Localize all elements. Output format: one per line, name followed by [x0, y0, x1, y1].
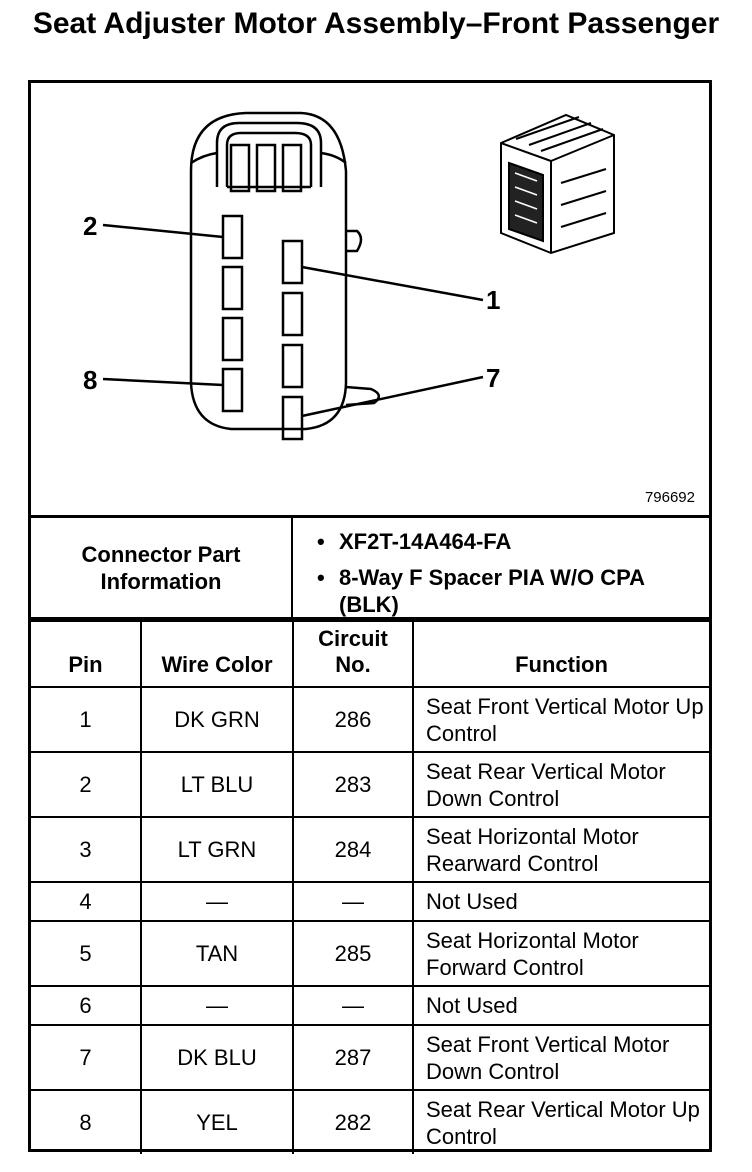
- terminal-cavity: [221, 367, 244, 413]
- pin-cell: 5: [31, 920, 142, 987]
- wire-color-cell: YEL: [140, 1089, 294, 1154]
- wire-color-cell: TAN: [140, 920, 294, 987]
- wire-color-cell: LT GRN: [140, 816, 294, 883]
- connector-lock-arch: [215, 121, 323, 187]
- table-row: 8 YEL 282 Seat Rear Vertical Motor Up Co…: [31, 1089, 709, 1154]
- circuit-cell: 284: [292, 816, 414, 883]
- connector-latch-lower: [345, 385, 380, 407]
- table-row: 1 DK GRN 286 Seat Front Vertical Motor U…: [31, 686, 709, 753]
- callout-leader-pin-1: [301, 265, 484, 302]
- pin-cell: 1: [31, 686, 142, 753]
- wire-color-cell: LT BLU: [140, 751, 294, 818]
- terminal-cavity: [221, 265, 244, 311]
- pin-cell: 4: [31, 881, 142, 922]
- table-row: 6 — — Not Used: [31, 985, 709, 1026]
- circuit-cell: 287: [292, 1024, 414, 1091]
- function-cell: Seat Front Vertical Motor Down Control: [412, 1024, 709, 1091]
- wire-color-cell: —: [140, 881, 294, 922]
- connector-frame: 2 1 8 7 796692 Connector Part Informatio…: [28, 80, 712, 1154]
- function-cell: Seat Horizontal Motor Rearward Control: [412, 816, 709, 883]
- figure-number: 796692: [644, 489, 695, 506]
- terminal-cavity: [221, 214, 244, 260]
- connector-info-list: XF2T-14A464-FA 8-Way F Spacer PIA W/O CP…: [311, 528, 699, 627]
- circuit-cell: 283: [292, 751, 414, 818]
- connector-latch-upper: [346, 229, 363, 253]
- wire-color-cell: —: [140, 985, 294, 1026]
- header-wire-color: Wire Color: [140, 620, 294, 688]
- callout-pin-7: 7: [486, 363, 500, 393]
- circuit-cell: 282: [292, 1089, 414, 1154]
- connector-3d-view: [500, 113, 615, 255]
- callout-leader-pin-8: [102, 377, 224, 387]
- callout-pin-1: 1: [486, 285, 500, 315]
- table-row: 2 LT BLU 283 Seat Rear Vertical Motor Do…: [31, 751, 709, 818]
- table-row: 5 TAN 285 Seat Horizontal Motor Forward …: [31, 920, 709, 987]
- list-item: 8-Way F Spacer PIA W/O CPA (BLK): [311, 564, 699, 618]
- lock-tab: [229, 143, 251, 193]
- terminal-cavity: [221, 316, 244, 362]
- circuit-cell: —: [292, 985, 414, 1026]
- circuit-cell: —: [292, 881, 414, 922]
- lock-tab: [255, 143, 277, 193]
- lock-tab: [281, 143, 303, 193]
- wire-color-cell: DK BLU: [140, 1024, 294, 1091]
- pin-cell: 3: [31, 816, 142, 883]
- connector-info-label: Connector Part Information: [31, 518, 293, 617]
- header-function: Function: [412, 620, 709, 688]
- terminal-cavity: [281, 395, 304, 441]
- terminal-cavity: [281, 343, 304, 389]
- function-cell: Seat Front Vertical Motor Up Control: [412, 686, 709, 753]
- terminal-cavity: [281, 239, 304, 285]
- terminal-cavity: [281, 291, 304, 337]
- callout-pin-8: 8: [83, 365, 97, 395]
- function-cell: Seat Horizontal Motor Forward Control: [412, 920, 709, 987]
- wire-color-cell: DK GRN: [140, 686, 294, 753]
- circuit-cell: 285: [292, 920, 414, 987]
- callout-leader-pin-7: [301, 375, 484, 418]
- pin-cell: 8: [31, 1089, 142, 1154]
- header-pin: Pin: [31, 620, 142, 688]
- function-cell: Not Used: [412, 881, 709, 922]
- pin-table: Pin Wire Color Circuit No. Function 1 DK…: [31, 620, 709, 1154]
- function-cell: Seat Rear Vertical Motor Down Control: [412, 751, 709, 818]
- page-title: Seat Adjuster Motor Assembly–Front Passe…: [32, 7, 720, 40]
- table-row: 7 DK BLU 287 Seat Front Vertical Motor D…: [31, 1024, 709, 1091]
- connector-diagram: 2 1 8 7 796692: [31, 83, 709, 515]
- connector-body: [189, 111, 348, 431]
- function-cell: Seat Rear Vertical Motor Up Control: [412, 1089, 709, 1154]
- table-row: 4 — — Not Used: [31, 881, 709, 922]
- pin-cell: 7: [31, 1024, 142, 1091]
- connector-info-row: Connector Part Information XF2T-14A464-F…: [31, 515, 709, 620]
- function-cell: Not Used: [412, 985, 709, 1026]
- callout-pin-2: 2: [83, 211, 97, 241]
- pin-cell: 6: [31, 985, 142, 1026]
- circuit-cell: 286: [292, 686, 414, 753]
- connector-drawing: 2 1 8 7: [83, 111, 615, 441]
- callout-leader-pin-2: [102, 223, 224, 239]
- pin-cell: 2: [31, 751, 142, 818]
- list-item: XF2T-14A464-FA: [311, 528, 699, 555]
- header-circuit-no: Circuit No.: [292, 620, 414, 688]
- table-row: 3 LT GRN 284 Seat Horizontal Motor Rearw…: [31, 816, 709, 883]
